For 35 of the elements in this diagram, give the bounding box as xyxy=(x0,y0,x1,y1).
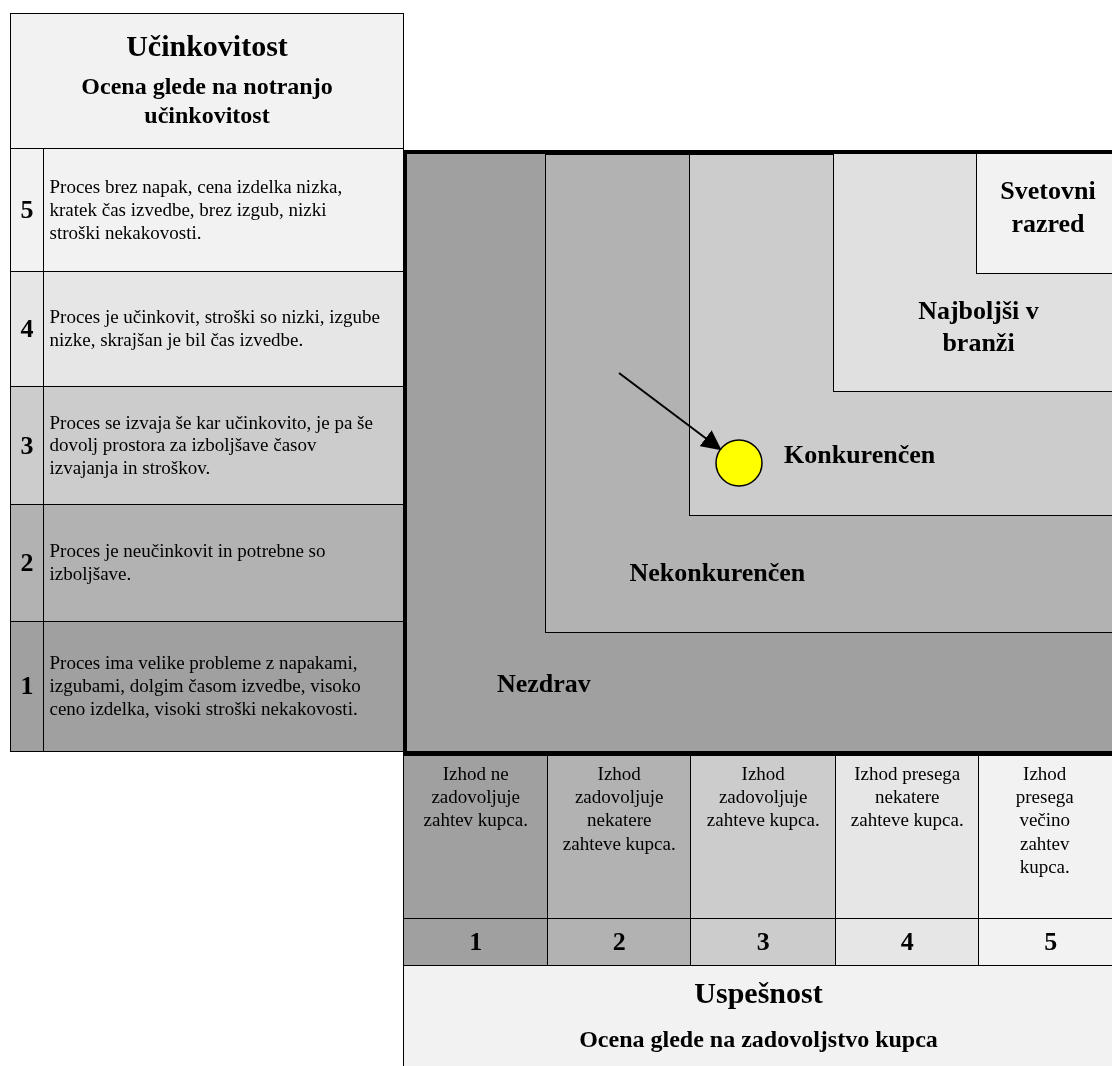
description-cell: Izhod zadovoljuje nekatere zahteve kupca. xyxy=(547,755,692,920)
heading-text: Učinkovitost xyxy=(125,28,289,64)
zone-label: Nekonkurenčen xyxy=(629,556,806,589)
score-cell: 5 xyxy=(978,918,1112,966)
description-cell: Izhod zadovoljuje zahteve kupca. xyxy=(690,755,837,920)
zone-area xyxy=(403,150,1112,755)
description-cell: Proces brez napak, cena izdelka nizka, kratek čas izvedbe, brez izgub, nizki stroški nekakovosti. xyxy=(42,148,404,273)
score-cell: 3 xyxy=(10,386,44,506)
description-cell: Proces je neučinkovit in potrebne so izboljšave. xyxy=(42,504,404,623)
zone-area xyxy=(975,152,1112,274)
zone-label: Svetovni razred xyxy=(999,175,1097,240)
description-cell: Proces ima velike probleme z napakami, izgubami, dolgim časom izvedbe, visoko ceno izdelka, visoki stroški nekakovosti. xyxy=(42,621,404,752)
score-cell: 1 xyxy=(403,918,549,966)
description-cell: Izhod presega večino zahtev kupca. xyxy=(978,755,1112,920)
zone-label: Nezdrav xyxy=(497,668,591,700)
score-cell: 3 xyxy=(690,918,837,966)
description-cell: Proces se izvaja še kar učinkovito, je pa še dovolj prostora za izboljšave časov izvajanja in stroškov. xyxy=(42,386,404,506)
description-cell: Proces je učinkovit, stroški so nizki, izgube nizke, skrajšan je bil čas izvedbe. xyxy=(42,271,404,388)
score-cell: 4 xyxy=(10,271,44,388)
arrow xyxy=(618,372,722,451)
score-cell: 2 xyxy=(10,504,44,623)
heading-text: Ocena glede na zadovoljstvo kupca xyxy=(578,1025,939,1054)
zone-label: Konkurenčen xyxy=(784,439,936,471)
description-cell: Izhod presega nekatere zahteve kupca. xyxy=(835,755,980,920)
zone-area xyxy=(833,153,1112,392)
description-cell: Izhod ne zadovoljuje zahtev kupca. xyxy=(403,755,549,920)
zone-area xyxy=(688,153,1112,516)
zone-area xyxy=(545,154,1112,633)
score-cell: 5 xyxy=(10,148,44,273)
zone-label: Najboljši v branži xyxy=(917,294,1040,359)
score-cell: 2 xyxy=(547,918,692,966)
heading-text: Ocena glede na notranjo učinkovitost xyxy=(80,72,334,130)
score-cell: 4 xyxy=(835,918,980,966)
heading-text: Uspešnost xyxy=(693,975,824,1011)
score-cell: 1 xyxy=(10,621,44,752)
